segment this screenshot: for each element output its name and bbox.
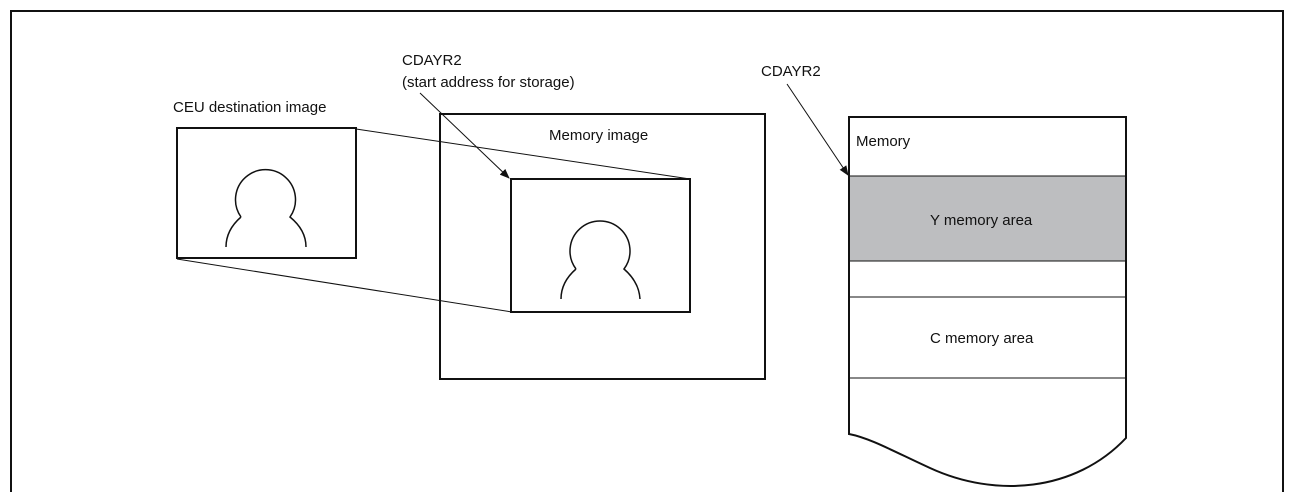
person-silhouette-icon: [560, 220, 641, 300]
projection-line-top: [355, 128, 691, 180]
stored-image-box: [510, 178, 691, 313]
y-memory-area-label: Y memory area: [930, 212, 1033, 229]
figure-frame: [10, 10, 1284, 492]
ceu-destination-image-box: [176, 127, 357, 259]
cdayr2-memory-label: CDAYR2: [761, 63, 821, 80]
cdayr2-start-arrow: [419, 92, 510, 179]
memory-image-box: [439, 113, 766, 380]
cdayr2-memory-arrow: [786, 83, 849, 176]
person-silhouette-icon: [225, 169, 307, 248]
projection-line-bottom: [176, 258, 513, 313]
memory-image-label: Memory image: [549, 127, 648, 144]
memory-column-outline: [848, 116, 1127, 487]
y-memory-area-block: [849, 176, 1126, 261]
cdayr2-start-label: CDAYR2 (start address for storage): [402, 52, 575, 91]
memory-label: Memory: [856, 133, 911, 150]
ceu-destination-image-label: CEU destination image: [173, 99, 326, 116]
c-memory-area-label: C memory area: [930, 330, 1034, 347]
